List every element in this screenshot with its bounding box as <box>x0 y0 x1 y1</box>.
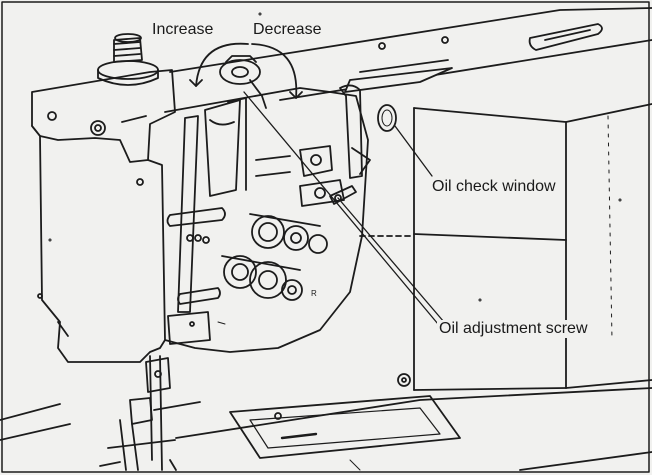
oil-check-window-leader <box>394 125 433 177</box>
increase-label: Increase <box>150 21 216 39</box>
leader-lines <box>243 91 445 325</box>
top-knob <box>97 33 159 86</box>
tension-assembly: R <box>204 97 345 301</box>
oil-check-window-label: Oil check window <box>430 178 558 196</box>
svg-text:R: R <box>311 289 317 298</box>
machine-arm <box>169 7 652 101</box>
specks <box>48 12 622 302</box>
housing-box <box>359 103 652 391</box>
machine-head <box>31 69 369 363</box>
oil-adjustment-arm <box>329 84 371 205</box>
oil-adjustment-screw-leader-a <box>243 91 439 325</box>
oil-adjustment-screw-label: Oil adjustment screw <box>437 320 590 338</box>
needle-bar <box>99 355 201 471</box>
oil-check-window <box>377 104 397 132</box>
adjustment-dial <box>189 42 303 109</box>
oil-adjustment-screw-leader-b <box>337 197 445 323</box>
decrease-label: Decrease <box>251 21 324 39</box>
bed-plate <box>0 373 652 471</box>
